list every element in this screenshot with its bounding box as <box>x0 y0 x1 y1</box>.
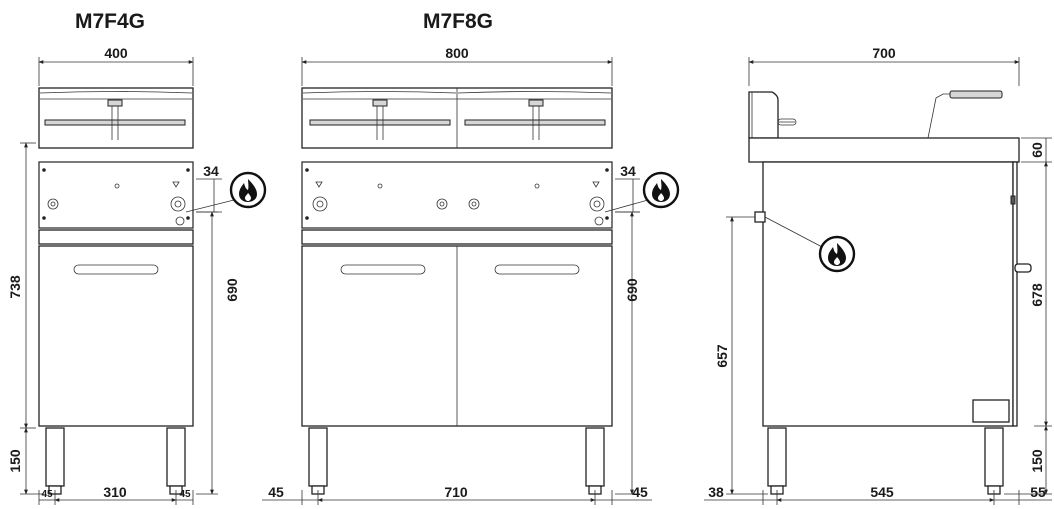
f8-leg-left <box>308 427 328 487</box>
dim-side-top-height: 60 <box>1029 142 1045 158</box>
dim-side-rear-offset: 55 <box>1030 484 1046 500</box>
f8-basket-handle-right <box>464 119 606 126</box>
f8-thermostat-knob-left <box>312 196 328 212</box>
f4-thermostat-knob <box>170 196 186 212</box>
f4-pilot-knob <box>47 198 59 210</box>
f4-basket-handle <box>44 119 186 126</box>
side-body <box>762 161 1014 427</box>
dim-f4-panel-offset: 34 <box>203 163 219 179</box>
f8-pilot-knob-right <box>468 198 480 210</box>
dim-f4-height: 738 <box>7 275 23 299</box>
gas-flame-icon <box>229 171 267 209</box>
title-m7f8g: M7F8G <box>423 10 493 33</box>
dim-side-front-offset: 38 <box>708 484 724 500</box>
f4-leg-left <box>45 427 65 487</box>
f8-basket-handle-left <box>309 119 451 126</box>
dim-f4-leg-span: 310 <box>103 484 127 500</box>
dim-side-gas-height: 657 <box>714 344 730 368</box>
side-view: 700 60 678 150 657 38 545 55 <box>704 45 1052 505</box>
dim-f4-right-margin: 45 <box>179 489 191 500</box>
side-gas-pipe <box>1014 263 1032 273</box>
f8-leg-right <box>585 427 605 487</box>
f4-leg-right <box>166 427 186 487</box>
dim-f8-left-margin: 45 <box>268 484 284 500</box>
f8-door-handle-left <box>340 264 426 275</box>
f4-control-panel <box>38 161 194 229</box>
side-basket-handle <box>949 90 1003 99</box>
dim-f8-leg-span: 710 <box>444 484 468 500</box>
gas-flame-icon <box>818 235 856 273</box>
title-m7f4g: M7F4G <box>75 10 145 33</box>
dim-f8-gas-height: 690 <box>624 278 640 302</box>
dim-f8-panel-offset: 34 <box>620 163 636 179</box>
dim-f4-base-height: 150 <box>7 449 23 473</box>
side-flue <box>748 91 779 139</box>
f8-thermostat-knob-right <box>589 196 605 212</box>
dim-side-depth: 700 <box>872 45 896 61</box>
side-top-deck <box>748 137 1020 163</box>
dim-side-height: 678 <box>1029 283 1045 307</box>
dim-f4-width: 400 <box>104 45 128 61</box>
f8-door-handle-right <box>494 264 580 275</box>
dim-f8-right-margin: 45 <box>632 484 648 500</box>
side-leg-rear <box>984 427 1004 487</box>
f4-cabinet-door <box>38 245 194 427</box>
f8-control-panel <box>301 161 613 229</box>
dim-f8-width: 800 <box>445 45 469 61</box>
side-label-plate <box>972 399 1010 423</box>
gas-flame-icon <box>642 171 680 209</box>
dim-f4-gas-height: 690 <box>224 278 240 302</box>
side-leg-front <box>767 427 787 487</box>
dim-side-base-height: 150 <box>1029 449 1045 473</box>
dim-f4-left-margin: 45 <box>41 489 53 500</box>
f4-door-handle <box>73 264 159 275</box>
f8-pilot-knob-left <box>436 198 448 210</box>
m7f4g-front-view: 400 738 150 34 690 45 310 45 <box>7 45 267 505</box>
f4-top-basin <box>38 87 194 149</box>
dim-side-leg-span: 545 <box>870 484 894 500</box>
m7f8g-front-view: 800 34 690 45 710 45 <box>262 45 680 505</box>
